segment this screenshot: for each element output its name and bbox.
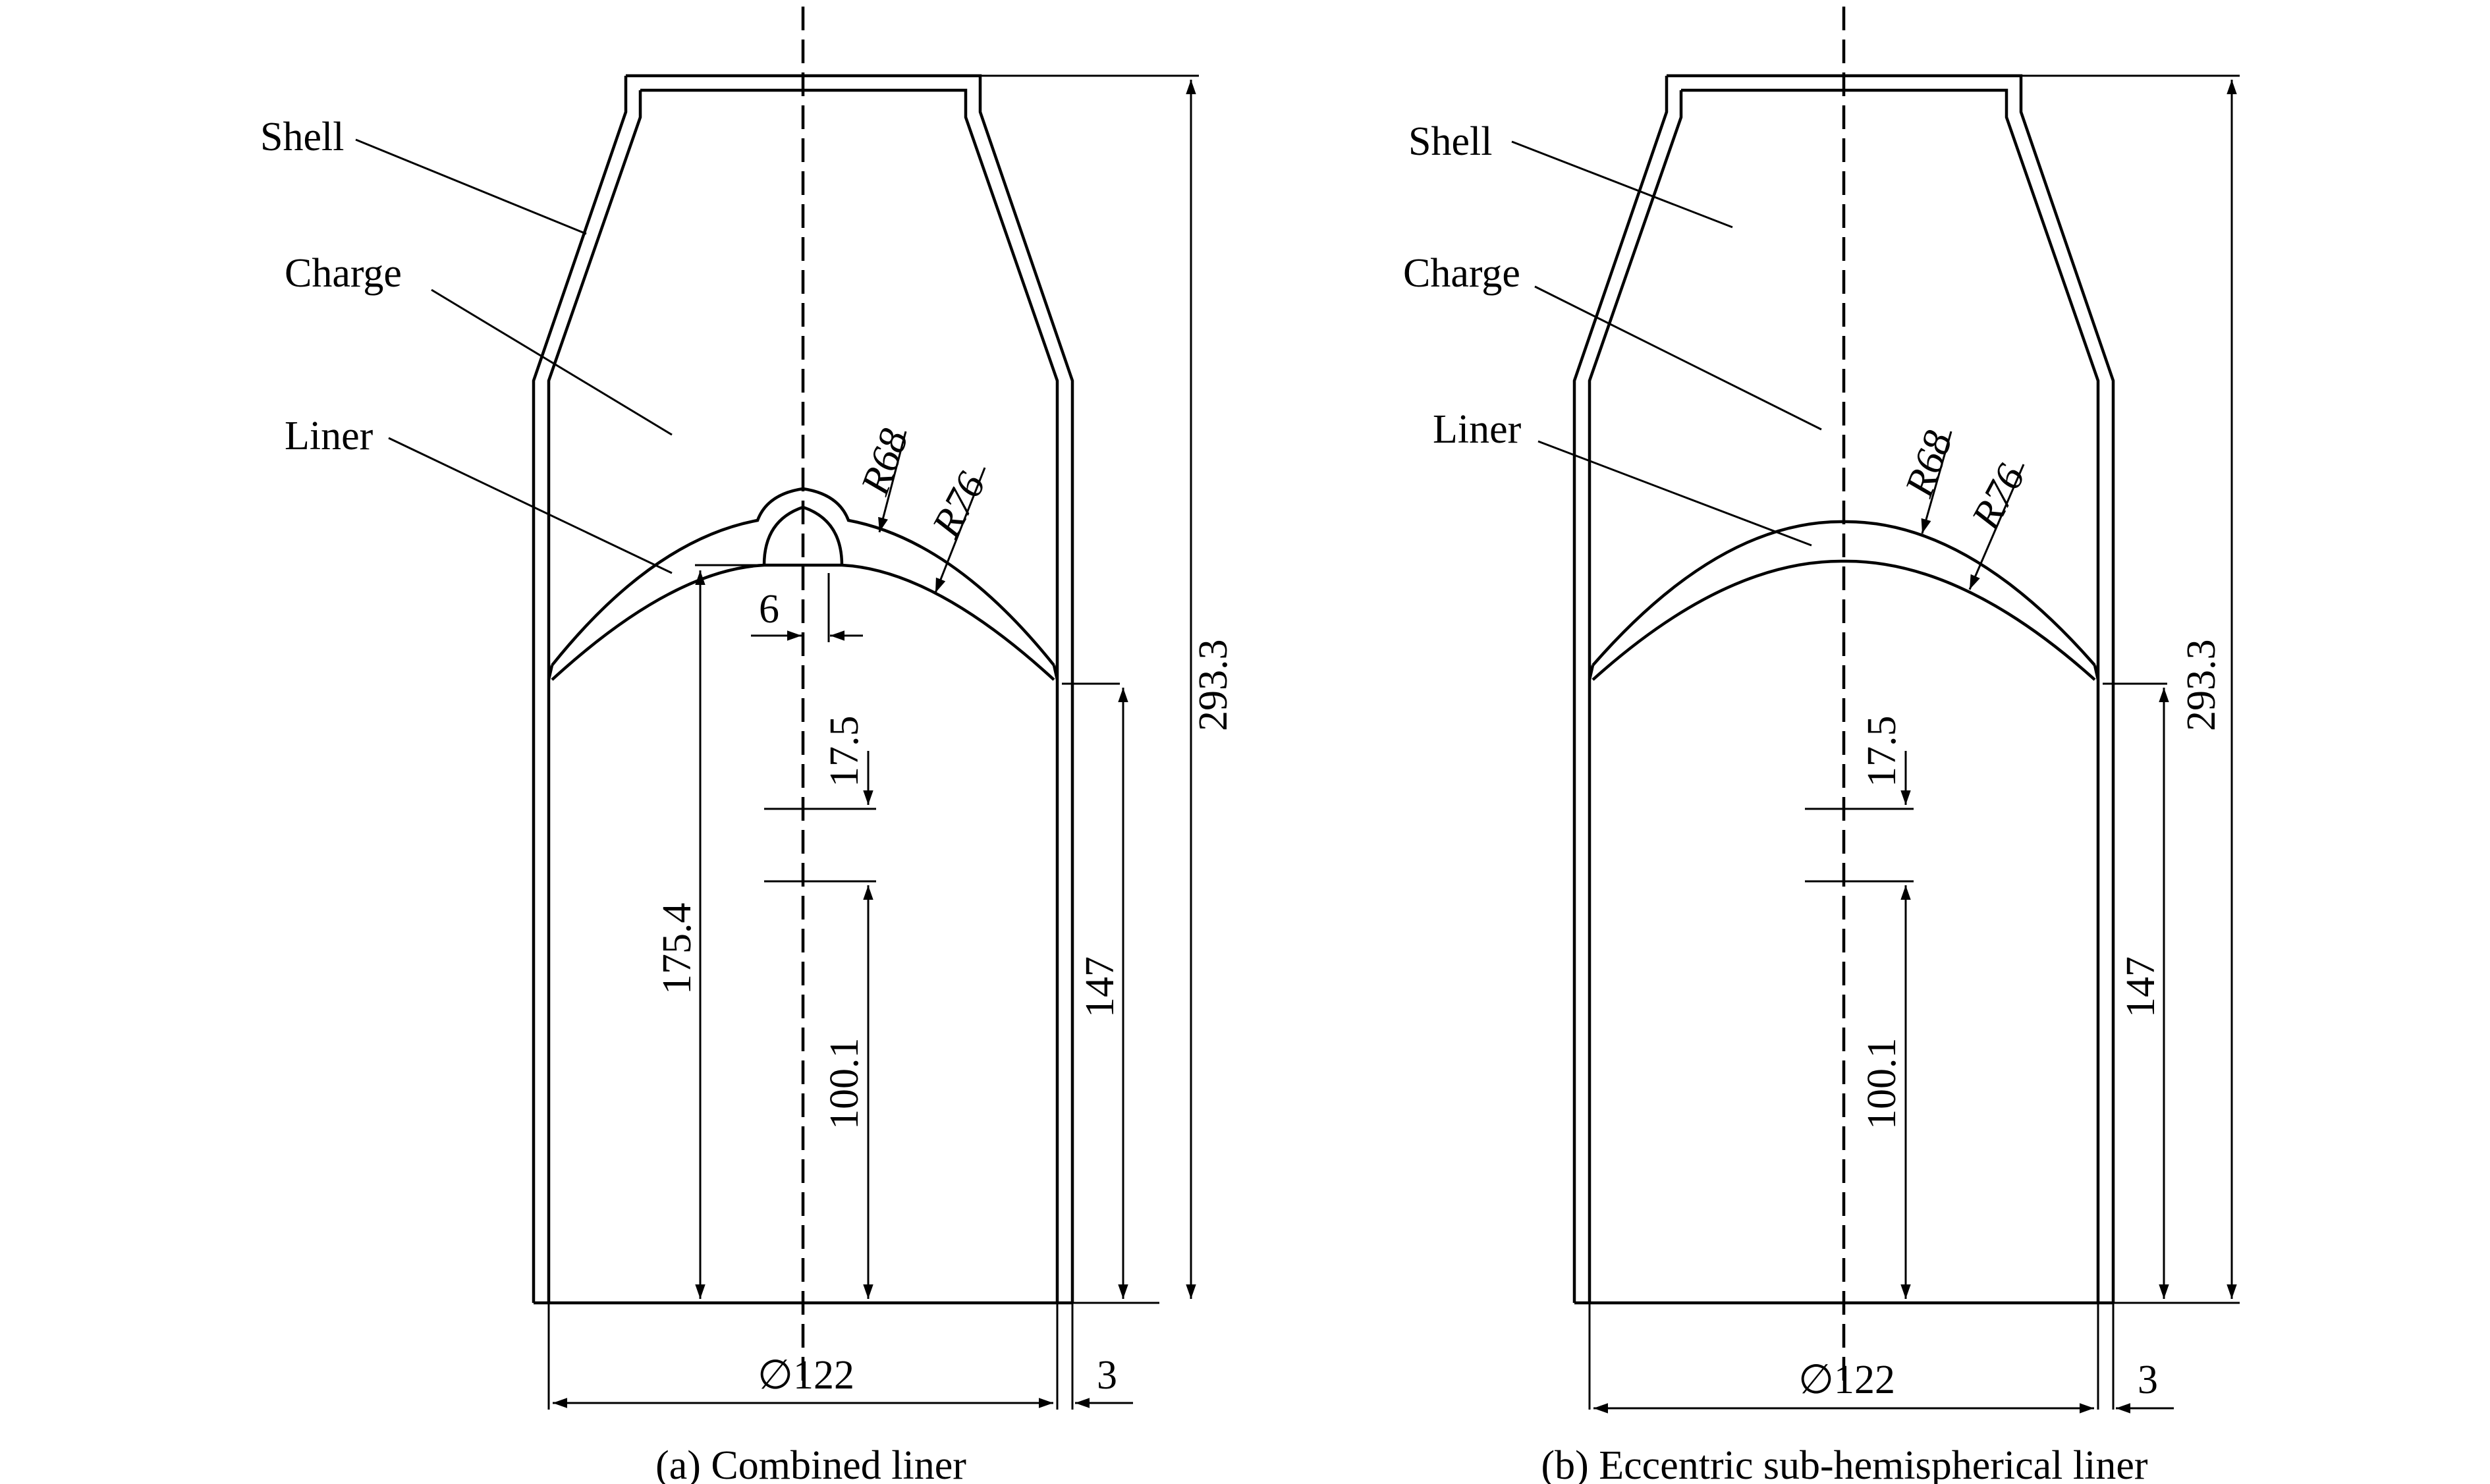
panel-a-liner-label: Liner (285, 414, 374, 458)
panel-a-r76-label: R76 (924, 465, 994, 545)
panel-a-liner-edge-left (547, 665, 554, 680)
panel-b-r76-leader (1968, 464, 2025, 590)
panel-a-bottom-label: 100.1 (822, 1038, 867, 1130)
panel-a-liner-outer (551, 487, 1055, 667)
panel-b-total-label: 293.3 (2179, 640, 2224, 732)
panel-a-r68-leader (878, 431, 907, 533)
panel-b-lower-label: 147 (2118, 956, 2163, 1018)
panel-b-charge-label: Charge (1403, 251, 1520, 296)
panel-b-liner-edge-left (1588, 665, 1595, 680)
panel-b-r68-label: R68 (1896, 426, 1961, 503)
panel-b-r68-leader (1921, 431, 1952, 534)
panel-a-liner-edge-right (1052, 665, 1059, 680)
panel-b-liner-label: Liner (1433, 407, 1522, 452)
panel-b-bottom-label: 100.1 (1860, 1038, 1904, 1130)
panel-b-liner-edge-right (2093, 665, 2100, 680)
panel-b-liner-outer (1591, 520, 2096, 667)
panel-b-gap-label: 17.5 (1860, 716, 1904, 788)
panel-b-dia-label: ∅122 (1798, 1358, 1895, 1402)
panel-a-gap-label: 17.5 (822, 716, 867, 788)
panel-b-liner-leader (1537, 440, 1812, 547)
panel-b-eccentric-liner: Shell Charge Liner R68 R76 17.5 100.1 14… (1403, 7, 2240, 1484)
panel-a-combined-liner: Shell Charge Liner R68 R76 6 175.4 17.5 … (260, 7, 1236, 1484)
panel-a-liner-height-label: 175.4 (655, 903, 700, 995)
panel-a-r76-leader (934, 467, 986, 593)
panel-a-shell-outer (532, 74, 1074, 1303)
panel-a-dia-label: ∅122 (758, 1353, 854, 1398)
panel-b-shell-inner (1588, 88, 2100, 1303)
panel-a-lower-label: 147 (1078, 956, 1122, 1018)
panel-b-caption: (b) Eccentric sub-hemispherical liner (1541, 1443, 2148, 1484)
panel-a-caption: (a) Combined liner (655, 1443, 966, 1484)
panel-a-r68-label: R68 (852, 424, 917, 501)
panel-b-shell-outer (1572, 74, 2115, 1303)
panel-a-charge-label: Charge (285, 251, 402, 296)
panel-a-charge-leader (431, 289, 673, 436)
panel-a-wall-label: 3 (1097, 1353, 1117, 1398)
panel-a-shell-leader (355, 138, 587, 235)
panel-a-total-label: 293.3 (1191, 640, 1236, 732)
panel-a-liner-leader (388, 437, 673, 574)
panel-a-shell-label: Shell (260, 115, 344, 159)
panel-a-liner-inner (551, 563, 1055, 681)
panel-a-liner-tip (762, 505, 844, 566)
panel-a-tip-width-label: 6 (759, 587, 779, 632)
panel-b-wall-label: 3 (2138, 1358, 2158, 1402)
panel-b-charge-leader (1534, 285, 1822, 431)
panel-b-r76-label: R76 (1963, 457, 2034, 537)
panel-b-shell-leader (1511, 140, 1733, 229)
panel-a-shell-inner (547, 88, 1059, 1303)
panel-b-shell-label: Shell (1408, 119, 1492, 164)
panel-b-liner-inner (1591, 559, 2096, 681)
